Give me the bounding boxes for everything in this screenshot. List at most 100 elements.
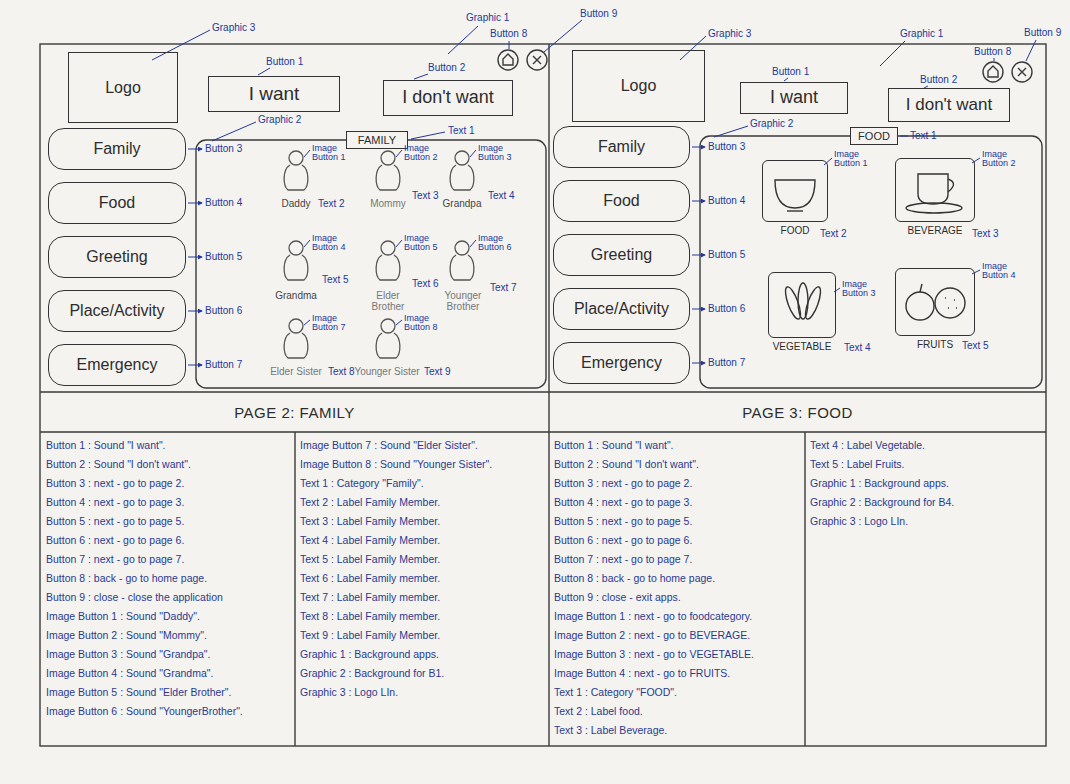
leader-arrow (188, 311, 202, 312)
leader-line (414, 74, 428, 79)
leader-line (880, 41, 905, 66)
spec-note: Image Button 8 : Sound "Younger Sister". (300, 459, 492, 471)
close-icon (1018, 68, 1026, 76)
spec-note: Image Button 1 : next - go to foodcatego… (554, 611, 752, 623)
spec-note: Text 2 : Label food. (554, 706, 643, 718)
spec-note: Button 7 : next - go to page 7. (554, 554, 692, 566)
callout-label: Graphic 1 (466, 12, 509, 23)
callout-label: Text 2 (820, 228, 847, 239)
button-box: I want (208, 76, 340, 112)
leader-line (304, 150, 310, 157)
spec-note: Graphic 3 : Logo LIn. (810, 516, 908, 528)
leader-line (411, 132, 445, 139)
figure-name: Younger Sister (352, 366, 422, 377)
leader-line (714, 126, 748, 137)
callout-label: Text 4 (488, 190, 515, 201)
content-area (196, 140, 546, 388)
spec-note: Text 4 : Label Vegetable. (810, 440, 925, 452)
sheet-frame (40, 44, 1046, 746)
callout-label: Text 1 (910, 130, 937, 141)
figure-name: Mommy (366, 198, 410, 209)
callout-label: Button 4 (708, 195, 745, 206)
spec-note: Button 9 : close - close the application (46, 592, 223, 604)
node-text: I want (249, 84, 300, 105)
leader-line (994, 58, 995, 61)
bowl-icon (787, 210, 803, 211)
button-box: Logo (572, 50, 705, 122)
vegetable-icon (798, 283, 808, 319)
category-tag: FAMILY (346, 131, 408, 149)
node-text: PAGE 3: FOOD (742, 405, 853, 422)
callout-label: Text 6 (412, 278, 439, 289)
node-text: Food (603, 192, 639, 210)
callout-label: Image Button 2 (404, 144, 442, 163)
menu-button: Food (553, 180, 690, 222)
leader-line (470, 240, 476, 247)
leader-line (824, 158, 832, 165)
figure-name: Daddy (276, 198, 316, 209)
leader-line (680, 36, 706, 60)
spec-note: Button 3 : next - go to page 2. (554, 478, 692, 490)
image-button: VEGETABLE (768, 272, 836, 352)
callout-label: Button 3 (205, 143, 242, 154)
spec-note: Image Button 2 : next - go to BEVERAGE. (554, 630, 750, 642)
node-text: FOOD (858, 130, 890, 142)
figure-name: Elder Brother (368, 290, 408, 312)
button-box: I want (740, 82, 848, 114)
menu-button: Place/Activity (48, 290, 186, 332)
callout-label: Button 1 (266, 56, 303, 67)
spec-note: Button 1 : Sound "I want". (554, 440, 674, 452)
callout-label: Image Button 3 (842, 280, 880, 299)
saucer-icon (906, 203, 962, 213)
spec-note: Text 3 : Label Beverage. (554, 725, 667, 737)
home-icon (988, 66, 998, 77)
leader-arrow (692, 201, 705, 202)
callout-label: Text 9 (424, 366, 451, 377)
panel-divider (548, 44, 549, 746)
menu-button: Greeting (553, 234, 690, 276)
callout-label: Button 4 (205, 197, 242, 208)
callout-label: Button 2 (428, 62, 465, 73)
leader-arrow (692, 147, 705, 148)
spec-note: Image Button 2 : Sound "Mommy". (46, 630, 207, 642)
image-button: FOOD (762, 160, 828, 236)
callout-label: Button 1 (772, 66, 809, 77)
spec-note: Button 6 : next - go to page 6. (46, 535, 184, 547)
spec-note: Text 7 : Label Family member. (300, 592, 440, 604)
callout-label: Graphic 3 (212, 22, 255, 33)
leader-arrow (692, 363, 705, 364)
page-title: PAGE 2: FAMILY (40, 396, 549, 430)
callout-label: Text 7 (490, 282, 517, 293)
section-rule (40, 391, 1046, 392)
leader-line (470, 150, 476, 157)
home-icon (503, 54, 513, 65)
spec-note: Button 2 : Sound "I don't want". (554, 459, 699, 471)
image-caption: BEVERAGE (895, 225, 975, 236)
node-text: Place/Activity (69, 302, 164, 320)
home-button (498, 50, 518, 70)
callout-label: Text 1 (448, 125, 475, 136)
image-frame (895, 268, 975, 336)
callout-label: Image Button 5 (404, 234, 442, 253)
image-button: FRUITS (895, 268, 975, 350)
leader-line (509, 41, 510, 49)
spec-note: Image Button 5 : Sound "Elder Brother". (46, 687, 231, 699)
spec-note: Image Button 1 : Sound "Daddy". (46, 611, 200, 623)
callout-label: Image Button 4 (312, 234, 350, 253)
node-text: I want (770, 88, 818, 108)
leader-line (834, 288, 840, 292)
menu-button: Greeting (48, 236, 186, 278)
figure-name: Grandpa (440, 198, 484, 209)
callout-label: Button 9 (580, 8, 617, 19)
node-text: Family (93, 140, 140, 158)
figure-name: Grandma (272, 290, 320, 301)
menu-button: Family (553, 126, 690, 168)
node-text: Emergency (581, 354, 662, 372)
spec-note: Image Button 6 : Sound "YoungerBrother". (46, 706, 243, 718)
spec-note: Text 3 : Label Family Member. (300, 516, 440, 528)
leader-arrow (188, 365, 202, 366)
leader-arrow (692, 309, 705, 310)
leader-arrow (188, 203, 202, 204)
